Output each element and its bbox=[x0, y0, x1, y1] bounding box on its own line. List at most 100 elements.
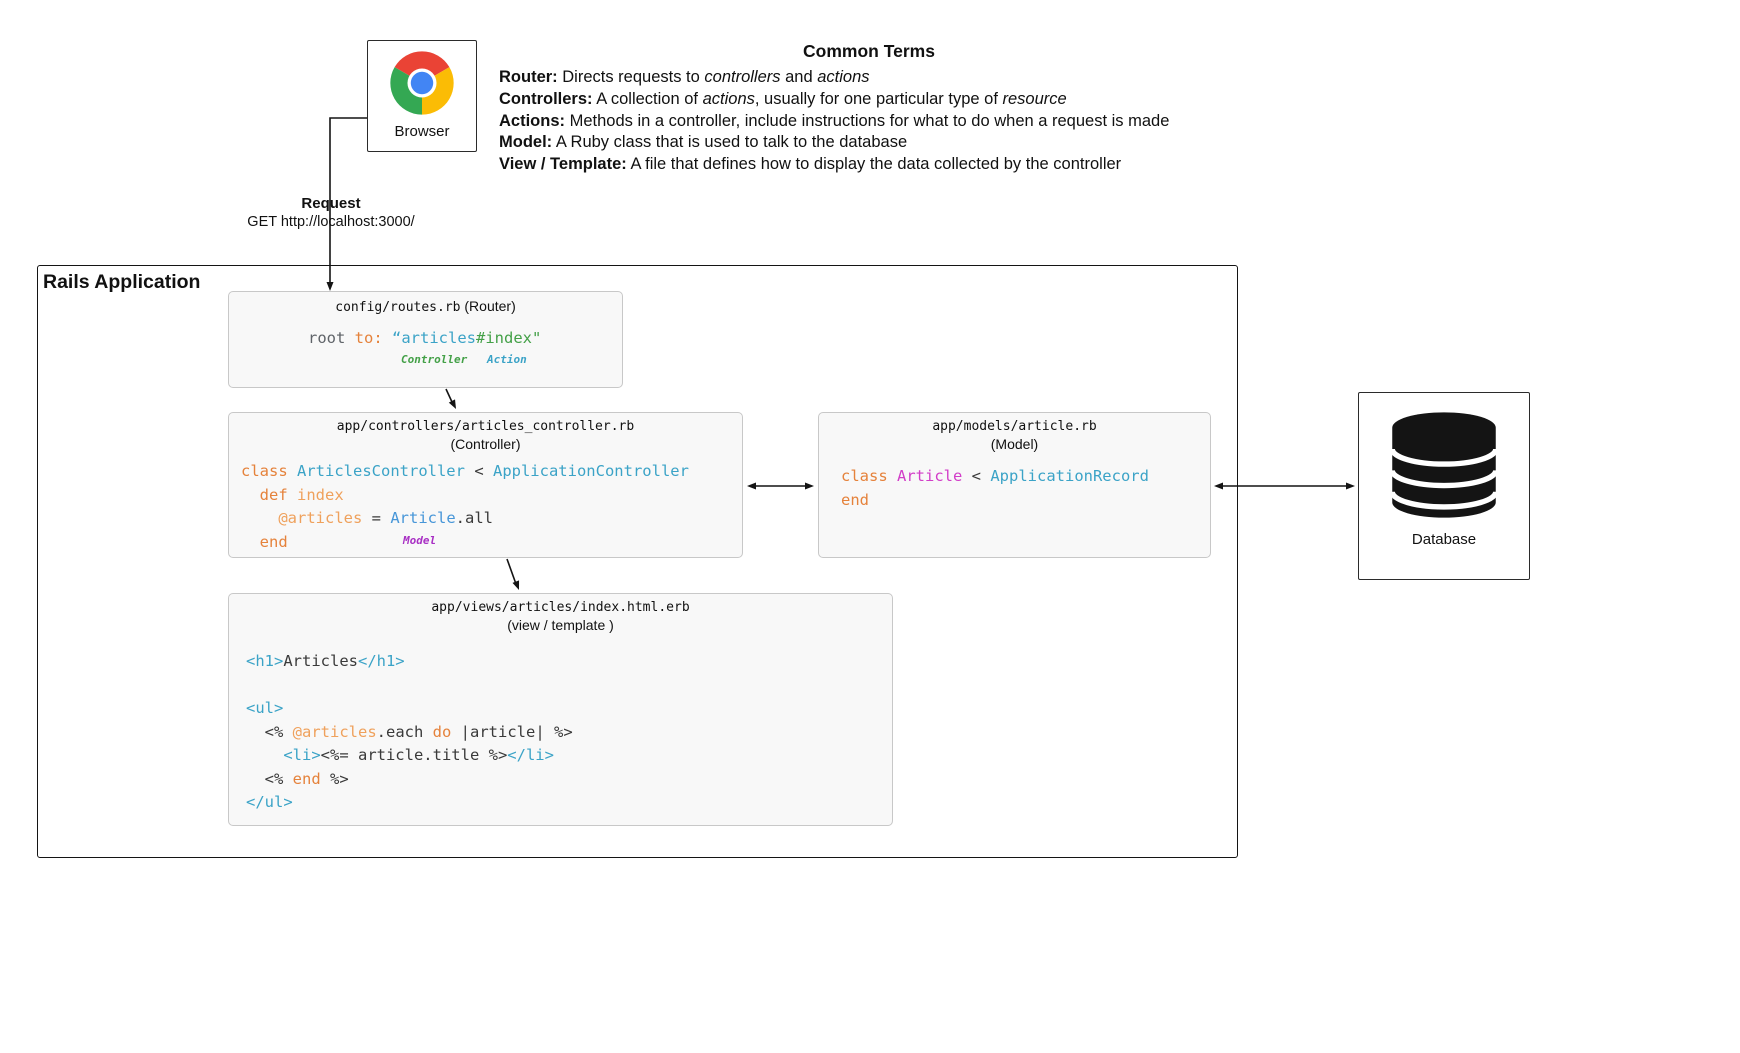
common-terms-panel: Common Terms Router: Directs requests to… bbox=[499, 41, 1239, 176]
term-text: and bbox=[780, 68, 818, 86]
term-text: Methods in a controller, include instruc… bbox=[565, 111, 1170, 130]
term-name: View / Template: bbox=[499, 155, 627, 174]
router-file-name: config/routes.rb bbox=[335, 300, 461, 315]
request-url: GET http://localhost:3000/ bbox=[247, 214, 415, 230]
code-token: Article bbox=[897, 467, 963, 485]
code-line: <h1>Articles</h1> bbox=[246, 650, 573, 674]
code-line: <ul> bbox=[246, 697, 573, 721]
controller-file-box: app/controllers/articles_controller.rb (… bbox=[228, 412, 743, 558]
code-token: @articles bbox=[292, 722, 377, 741]
database-node: Database bbox=[1358, 392, 1530, 580]
code-token: ApplicationController bbox=[492, 462, 689, 480]
code-token: class bbox=[841, 467, 897, 485]
term-line: Router: Directs requests to controllers … bbox=[499, 67, 1239, 89]
model-file-title: app/models/article.rb (Model) bbox=[819, 413, 1210, 452]
model-file-box: app/models/article.rb (Model) class Arti… bbox=[818, 412, 1211, 558]
code-token: |article| %> bbox=[451, 722, 573, 741]
term-name: Model: bbox=[499, 133, 553, 152]
term-line: Actions: Methods in a controller, includ… bbox=[499, 111, 1239, 133]
code-token: </ul> bbox=[246, 793, 293, 811]
action-pointer-label: Action bbox=[487, 353, 527, 366]
code-token: Article bbox=[390, 509, 456, 527]
code-token: < bbox=[962, 467, 991, 485]
code-token: root bbox=[308, 329, 355, 347]
code-line: class ArticlesController < ApplicationCo… bbox=[241, 460, 689, 484]
term-name: Router: bbox=[499, 68, 558, 86]
term-text: , usually for one particular type of bbox=[754, 89, 1003, 108]
code-token: ApplicationRecord bbox=[990, 467, 1149, 485]
term-line: View / Template: A file that defines how… bbox=[499, 154, 1239, 176]
rails-application-boundary: Rails Application bbox=[37, 265, 1238, 858]
controller-file-title: app/controllers/articles_controller.rb (… bbox=[229, 413, 742, 452]
code-token: <li> bbox=[246, 746, 321, 764]
code-line: end bbox=[841, 489, 1149, 513]
code-token: <%= article.title %> bbox=[320, 746, 508, 764]
code-token: .all bbox=[455, 509, 493, 527]
common-terms-list: Router: Directs requests to controllers … bbox=[499, 67, 1239, 176]
code-token: “articles bbox=[392, 329, 476, 347]
term-name: Controllers: bbox=[499, 89, 593, 108]
code-token: <% bbox=[246, 769, 293, 788]
router-file-box: config/routes.rb (Router) root to: “arti… bbox=[228, 291, 623, 388]
view-file-box: app/views/articles/index.html.erb (view … bbox=[228, 593, 893, 826]
term-text: A collection of bbox=[592, 89, 703, 108]
code-token: @articles bbox=[241, 509, 363, 527]
code-line bbox=[246, 674, 573, 698]
view-file-name: app/views/articles/index.html.erb bbox=[431, 600, 690, 615]
code-line: end bbox=[241, 531, 689, 555]
router-file-type: (Router) bbox=[460, 298, 516, 314]
view-file-title: app/views/articles/index.html.erb (view … bbox=[229, 594, 892, 633]
view-file-type: (view / template ) bbox=[507, 616, 614, 633]
term-text: Directs requests to bbox=[557, 68, 705, 86]
code-token: end bbox=[841, 490, 869, 509]
code-line: <li><%= article.title %></li> bbox=[246, 744, 573, 768]
code-token: do bbox=[432, 722, 452, 741]
code-token: #index" bbox=[476, 329, 542, 347]
code-token: < bbox=[464, 462, 493, 480]
term-name: Actions: bbox=[499, 111, 565, 130]
code-line: </ul> bbox=[246, 791, 573, 815]
controller-code: class ArticlesController < ApplicationCo… bbox=[241, 460, 689, 554]
term-text: A file that defines how to display the d… bbox=[626, 155, 1122, 174]
code-token: </li> bbox=[507, 746, 554, 764]
term-text: resource bbox=[1002, 89, 1067, 108]
code-line: <% @articles.each do |article| %> bbox=[246, 721, 573, 745]
code-token: Articles bbox=[283, 652, 358, 670]
code-token: %> bbox=[320, 769, 349, 788]
code-token: </h1> bbox=[357, 652, 405, 670]
request-annotation: Request GET http://localhost:3000/ bbox=[246, 195, 416, 230]
router-file-title: config/routes.rb (Router) bbox=[229, 292, 622, 317]
code-token: <% bbox=[246, 722, 293, 741]
model-pointer-label: Model bbox=[403, 534, 437, 547]
controller-file-name: app/controllers/articles_controller.rb bbox=[336, 419, 635, 434]
term-line: Controllers: A collection of actions, us… bbox=[499, 89, 1239, 111]
code-token: = bbox=[362, 509, 391, 527]
code-token: <h1> bbox=[246, 652, 284, 670]
model-file-name: app/models/article.rb bbox=[932, 419, 1097, 434]
code-token: ArticlesController bbox=[297, 462, 465, 480]
arrowhead bbox=[1346, 482, 1355, 490]
code-token: class bbox=[241, 462, 297, 480]
code-line: class Article < ApplicationRecord bbox=[841, 465, 1149, 489]
code-line: def index bbox=[241, 484, 689, 508]
code-line: @articles = Article.all bbox=[241, 507, 689, 531]
common-terms-title: Common Terms bbox=[803, 41, 935, 61]
code-token: .each bbox=[376, 722, 433, 741]
request-title: Request bbox=[301, 195, 361, 212]
code-token: to: bbox=[354, 329, 392, 347]
controller-file-type: (Controller) bbox=[450, 435, 521, 452]
term-line: Model: A Ruby class that is used to talk… bbox=[499, 132, 1239, 154]
rails-application-label: Rails Application bbox=[43, 271, 201, 293]
term-text: A Ruby class that is used to talk to the… bbox=[552, 133, 908, 152]
browser-node: Browser bbox=[367, 40, 477, 152]
code-token: end bbox=[292, 769, 321, 788]
code-line: root to: “articles#index" bbox=[308, 327, 541, 351]
code-token: <ul> bbox=[246, 699, 284, 717]
term-text: controllers bbox=[704, 68, 781, 86]
database-label: Database bbox=[1411, 531, 1477, 548]
code-token: index bbox=[297, 485, 344, 504]
code-token: end bbox=[241, 532, 288, 551]
database-icon bbox=[1389, 412, 1499, 518]
